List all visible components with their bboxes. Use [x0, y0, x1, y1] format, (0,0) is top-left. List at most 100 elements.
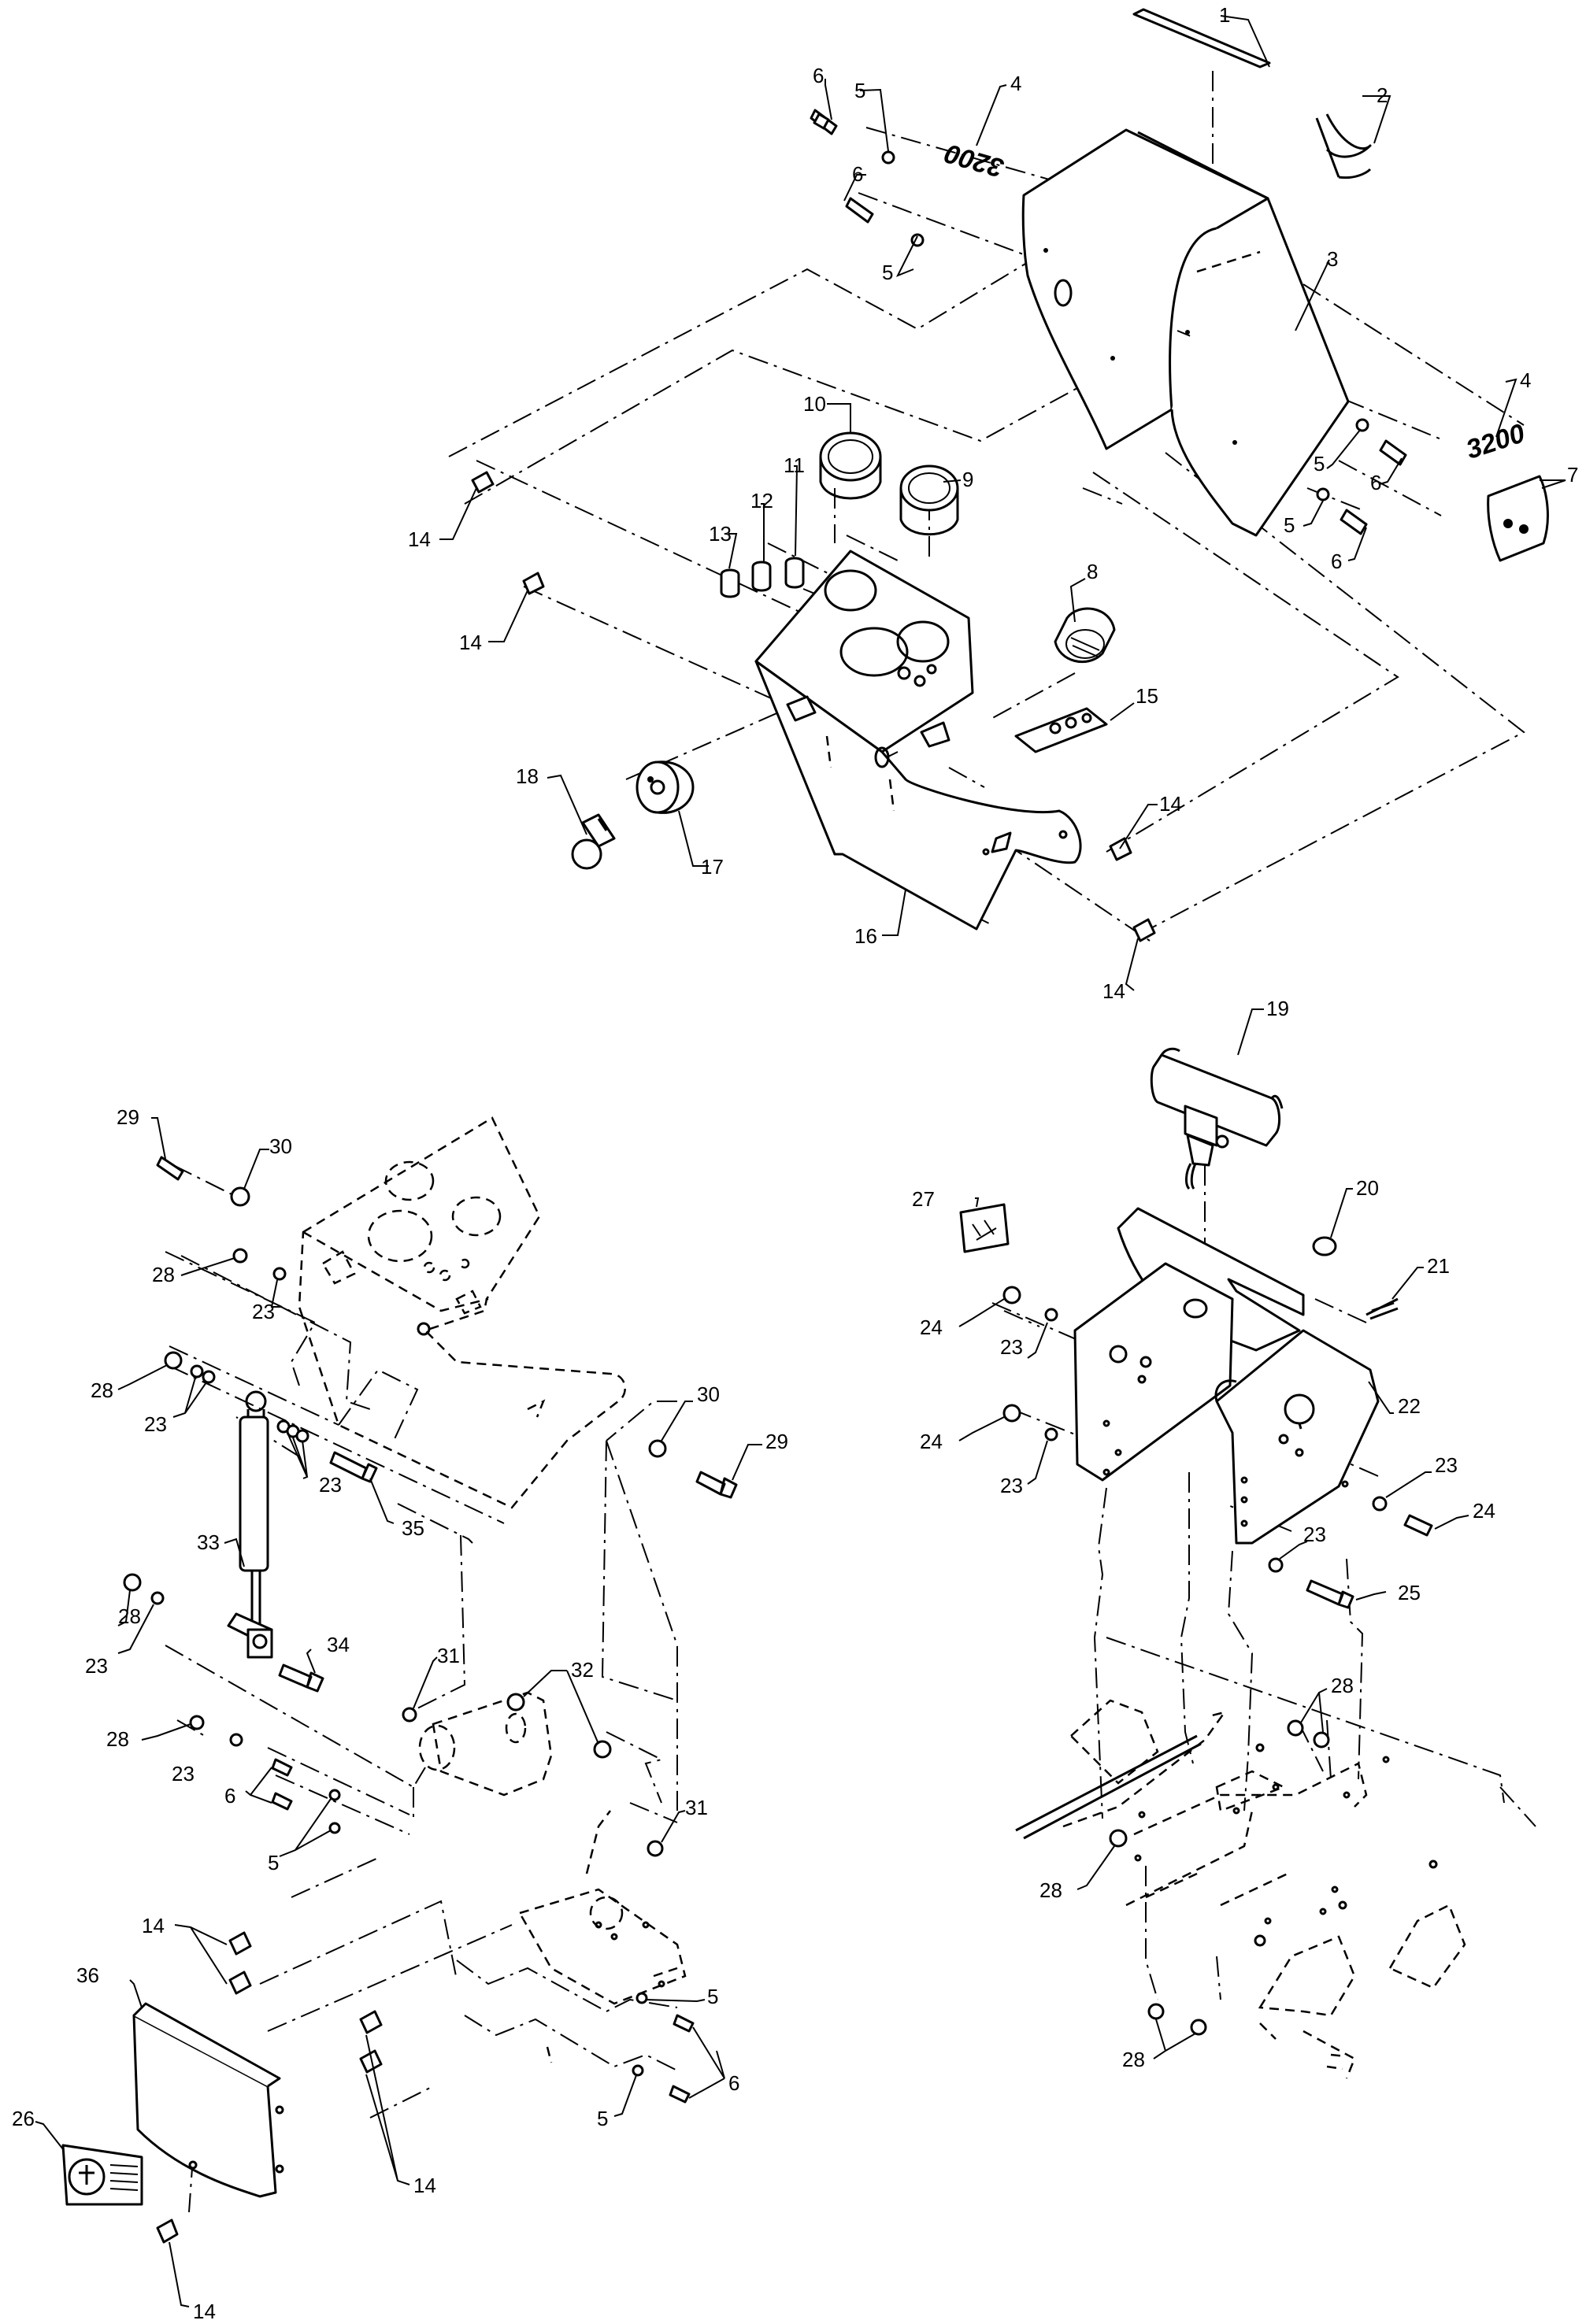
- callout-8: 8: [1087, 560, 1098, 583]
- callout-6-d: 6: [1331, 550, 1342, 573]
- callout-26: 26: [12, 2107, 35, 2130]
- callout-28-r-a: 28: [1331, 1674, 1354, 1697]
- callout-28-b: 28: [91, 1378, 113, 1402]
- callout-14-d: 14: [1102, 979, 1125, 1003]
- plate-part-15: [1014, 707, 1108, 753]
- bolt-29-right: [695, 1471, 738, 1499]
- rod-part-1: [1132, 8, 1271, 68]
- callout-35: 35: [402, 1516, 424, 1540]
- callout-7: 7: [1567, 463, 1578, 487]
- callout-23-d: 23: [85, 1654, 108, 1678]
- washer-30-left: [230, 1186, 250, 1207]
- work-light-part-19: [1150, 1047, 1284, 1190]
- washer-23-r-c: [1372, 1496, 1388, 1512]
- callout-12: 12: [750, 489, 773, 513]
- callout-14-b: 14: [459, 631, 482, 654]
- switch-part-11: [784, 557, 805, 589]
- right-assembly: 19 20 27 21 24 23 22 24 23 23 24 23 25 2…: [912, 997, 1536, 2079]
- bolt-29-left: [156, 1156, 184, 1181]
- clip-14-top-b: [522, 572, 545, 595]
- bolt-6-left-d: [669, 2085, 691, 2104]
- callout-6-a: 6: [813, 64, 824, 87]
- washer-23-c: [202, 1370, 216, 1384]
- bolt-24-c: [1403, 1514, 1433, 1537]
- cover-part-3-side: [1137, 131, 1350, 537]
- tag-part-21: [1366, 1297, 1399, 1320]
- washer-23-r-b: [1044, 1427, 1058, 1441]
- callout-25: 25: [1398, 1581, 1421, 1604]
- nut-28-r-b: [1313, 1731, 1330, 1749]
- clip-14-top-c: [1109, 837, 1132, 861]
- callout-30-left: 30: [269, 1134, 292, 1158]
- callout-6-left-b: 6: [728, 2071, 739, 2095]
- nut-28-b: [164, 1351, 183, 1370]
- nut-28-r-e: [1190, 2019, 1207, 2036]
- decal-part-7: [1487, 475, 1549, 562]
- bolt-24-b: [1002, 1404, 1021, 1423]
- callout-23-b: 23: [144, 1412, 167, 1436]
- clip-14-left-c: [359, 2010, 383, 2034]
- callout-36: 36: [76, 1963, 99, 1987]
- nut-28-r-d: [1147, 2003, 1165, 2020]
- callout-27: 27: [912, 1187, 935, 1211]
- bolt-6-right-b: [1316, 487, 1368, 535]
- callout-31-b: 31: [685, 1796, 708, 1819]
- bracket-part-22: [1073, 1207, 1380, 1545]
- gauge-part-10: [819, 431, 882, 500]
- callout-32: 32: [571, 1658, 594, 1682]
- callout-5-left-b: 5: [707, 1985, 718, 2008]
- washer-23-b: [190, 1364, 204, 1378]
- callout-22: 22: [1398, 1394, 1421, 1418]
- callout-4-left: 4: [1010, 72, 1021, 95]
- clip-14-left-e: [156, 2219, 179, 2244]
- callout-17: 17: [701, 855, 724, 879]
- callout-16: 16: [854, 924, 877, 948]
- callout-23-r-a: 23: [1000, 1335, 1023, 1359]
- nut-28-a: [232, 1248, 248, 1264]
- clip-14-top-a: [471, 471, 495, 494]
- callout-23-r-d: 23: [1303, 1523, 1326, 1546]
- washer-5-left-d: [632, 2064, 644, 2077]
- top-assembly: 3200 3200: [408, 3, 1578, 1003]
- nut-28-c: [123, 1573, 142, 1592]
- clip-14-left-a: [228, 1931, 252, 1956]
- callout-5-left-c: 5: [597, 2107, 608, 2130]
- callout-29-right: 29: [765, 1430, 788, 1453]
- callout-5-a: 5: [854, 79, 865, 102]
- callout-14-left-a: 14: [142, 1914, 165, 1937]
- clip-14-top-d: [1132, 918, 1156, 942]
- callout-31-a: 31: [437, 1644, 460, 1667]
- callout-14-c: 14: [1159, 792, 1182, 816]
- washer-5-left-b: [328, 1822, 341, 1834]
- callout-29-left: 29: [117, 1105, 139, 1129]
- washer-31-a: [402, 1707, 417, 1723]
- callout-14-left-b: 14: [413, 2174, 436, 2197]
- bolt-6-left-a: [271, 1758, 293, 1777]
- callout-1: 1: [1219, 3, 1230, 27]
- callout-5-c: 5: [1314, 452, 1325, 476]
- washer-23-d: [150, 1591, 165, 1605]
- bolt-25: [1306, 1579, 1354, 1609]
- callout-24-c: 24: [1473, 1499, 1495, 1523]
- callout-11: 11: [784, 453, 805, 477]
- callout-23-a: 23: [252, 1300, 275, 1323]
- callout-4-right: 4: [1520, 368, 1531, 392]
- model-decal-left: 3200: [942, 138, 1007, 183]
- callout-23-r-b: 23: [1000, 1474, 1023, 1497]
- grommet-part-20: [1312, 1236, 1337, 1256]
- callout-20: 20: [1356, 1176, 1379, 1200]
- bolt-6-top-b: [845, 197, 925, 247]
- callout-19: 19: [1266, 997, 1289, 1020]
- callout-10: 10: [803, 392, 826, 416]
- model-decal-right: 3200: [1462, 418, 1529, 465]
- callout-6-b: 6: [852, 162, 863, 186]
- left-assembly: 29 30 28 23 28 23 23 35 30 29 33 28 23 3…: [12, 1105, 788, 2323]
- washer-23-r-a: [1044, 1308, 1058, 1322]
- bolt-35: [329, 1451, 378, 1483]
- callout-6-c: 6: [1370, 471, 1381, 494]
- callout-28-d: 28: [106, 1727, 129, 1751]
- callout-15: 15: [1136, 684, 1158, 708]
- callout-14-left-c: 14: [193, 2300, 216, 2323]
- clip-part-2: [1315, 113, 1372, 179]
